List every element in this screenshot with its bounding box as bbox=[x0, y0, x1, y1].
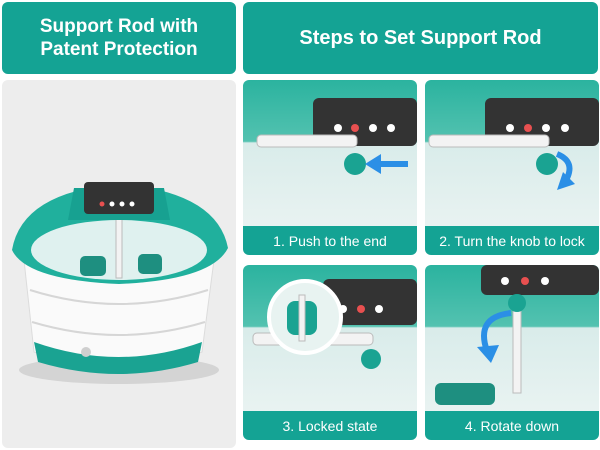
title-line-1: Support Rod with bbox=[39, 16, 199, 37]
step-1-caption: 1. Push to the end bbox=[243, 226, 417, 255]
step-4-panel: 4. Rotate down bbox=[425, 265, 599, 440]
title-line-2: Patent Protection bbox=[40, 39, 198, 60]
step-3-caption: 3. Locked state bbox=[243, 411, 417, 440]
step-2-caption: 2. Turn the knob to lock bbox=[425, 226, 599, 255]
foot-spa-illustration bbox=[12, 182, 228, 384]
step-1-panel: 1. Push to the end bbox=[243, 80, 417, 255]
step-2-panel: 2. Turn the knob to lock bbox=[425, 80, 599, 255]
step-3-illustration bbox=[252, 279, 417, 369]
steps-title: Steps to Set Support Rod bbox=[299, 26, 542, 49]
header-banner-left: Support Rod with Patent Protection bbox=[2, 2, 236, 74]
step-4-illustration bbox=[435, 265, 599, 405]
header-banner-right: Steps to Set Support Rod bbox=[243, 2, 598, 74]
step-2-illustration bbox=[428, 98, 599, 190]
step-3-panel: 3. Locked state bbox=[243, 265, 417, 440]
product-image-panel bbox=[2, 80, 236, 448]
step-4-caption: 4. Rotate down bbox=[425, 411, 599, 440]
step-1-illustration bbox=[256, 98, 417, 175]
